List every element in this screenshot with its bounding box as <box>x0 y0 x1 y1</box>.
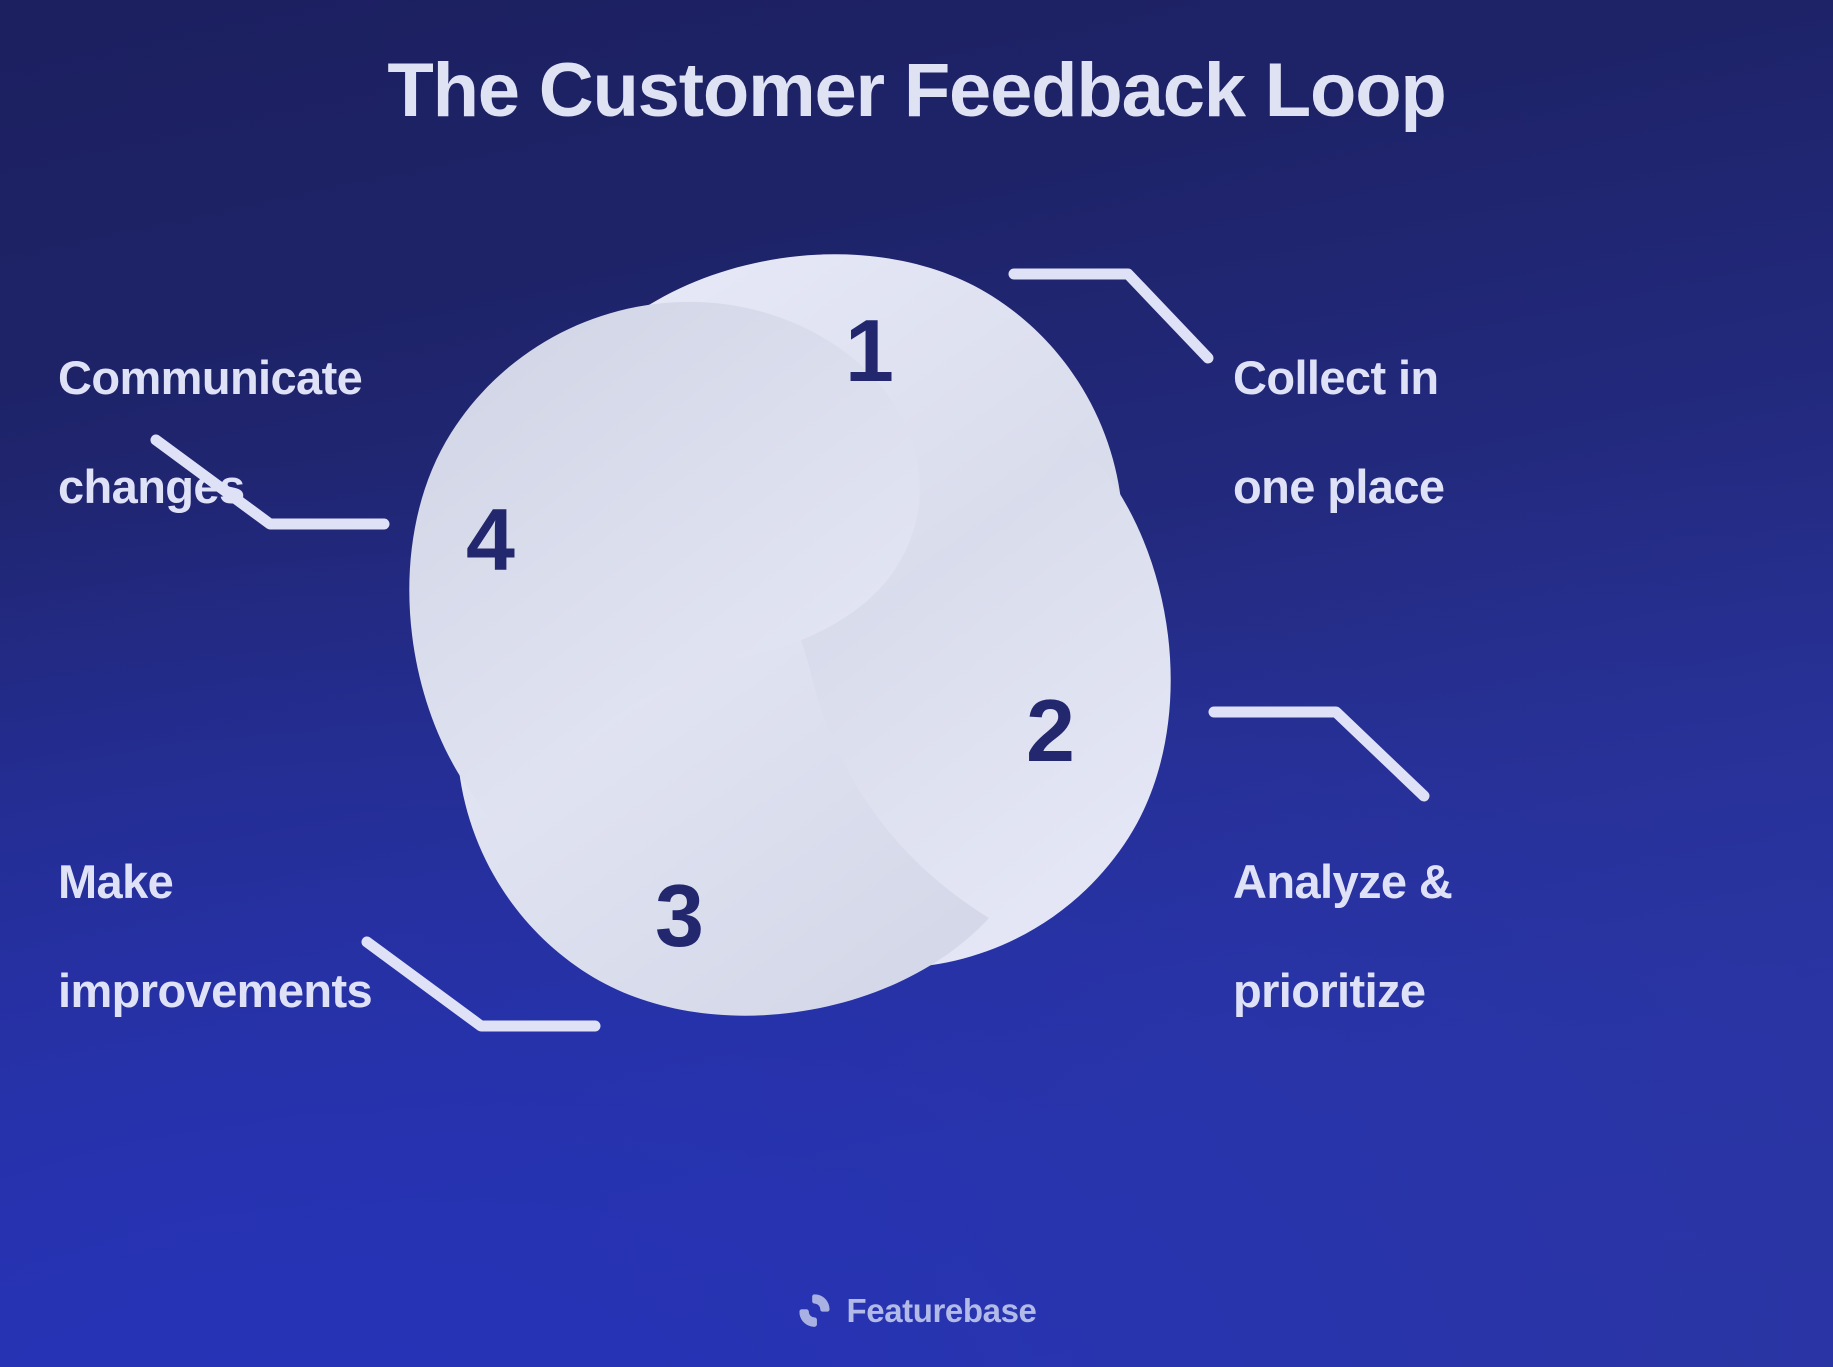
step-label-collect-line1: Collect in <box>1233 350 1439 404</box>
page-title: The Customer Feedback Loop <box>387 48 1446 133</box>
step-label-analyze-line1: Analyze & <box>1233 854 1453 908</box>
featurebase-pinwheel-logo-icon <box>799 1294 831 1327</box>
step-label-analyze-line2: prioritize <box>1233 963 1426 1017</box>
step-number-4: 4 <box>466 490 515 589</box>
step-label-improvements-line1: Make <box>58 854 174 908</box>
step-label-analyze: Analyze & prioritize <box>1233 800 1653 1018</box>
step-number-2: 2 <box>1026 681 1075 780</box>
brand-name: Featurebase <box>846 1292 1037 1329</box>
step-label-communicate-line1: Communicate <box>58 350 363 404</box>
step-label-improvements-line2: improvements <box>58 963 373 1017</box>
step-label-collect: Collect in one place <box>1233 296 1653 514</box>
step-label-communicate: Communicate changes <box>58 296 538 514</box>
step-label-collect-line2: one place <box>1233 459 1445 513</box>
step-number-3: 3 <box>655 866 704 965</box>
petal-shape-4 <box>409 301 920 834</box>
step-label-improvements: Make improvements <box>58 800 538 1018</box>
brand-footer: Featurebase <box>0 1292 1833 1329</box>
step-label-communicate-line2: changes <box>58 459 245 513</box>
connector-line-analyze <box>1208 700 1438 810</box>
step-number-1: 1 <box>845 301 894 400</box>
feedback-loop-pinwheel <box>355 200 1225 1070</box>
